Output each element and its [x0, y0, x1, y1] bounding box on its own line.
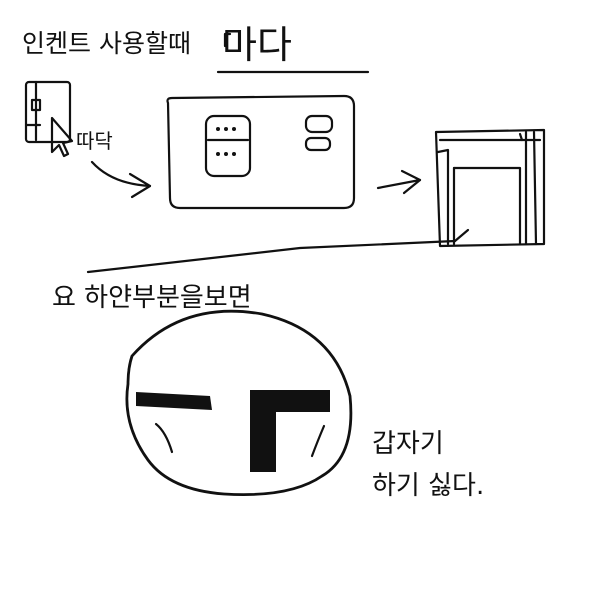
pointer-line-tip — [453, 228, 470, 243]
arrow-head-icon — [128, 172, 152, 199]
pointer-line — [86, 239, 457, 274]
title-text: 인켄트 사용할때 — [22, 29, 191, 58]
arrow-head-icon — [400, 169, 422, 195]
white-area-caption: 요 하얀부분을보면 — [52, 283, 252, 313]
reaction-line-1: 갑자기 — [372, 429, 444, 459]
title-box-bracket — [223, 32, 232, 48]
title-emphasis: 마다 — [222, 23, 292, 67]
mouse-cursor-icon — [50, 116, 74, 158]
double-click-label: 따닥 — [76, 129, 113, 153]
white-window-drawing — [434, 128, 546, 248]
app-icon-drawing — [24, 80, 72, 144]
face-drawing — [125, 309, 353, 496]
arrow-icon — [376, 178, 422, 190]
reaction-line-2: 하기 싫다. — [372, 471, 484, 501]
arrow-icon — [90, 160, 152, 188]
program-window-drawing — [166, 94, 356, 210]
